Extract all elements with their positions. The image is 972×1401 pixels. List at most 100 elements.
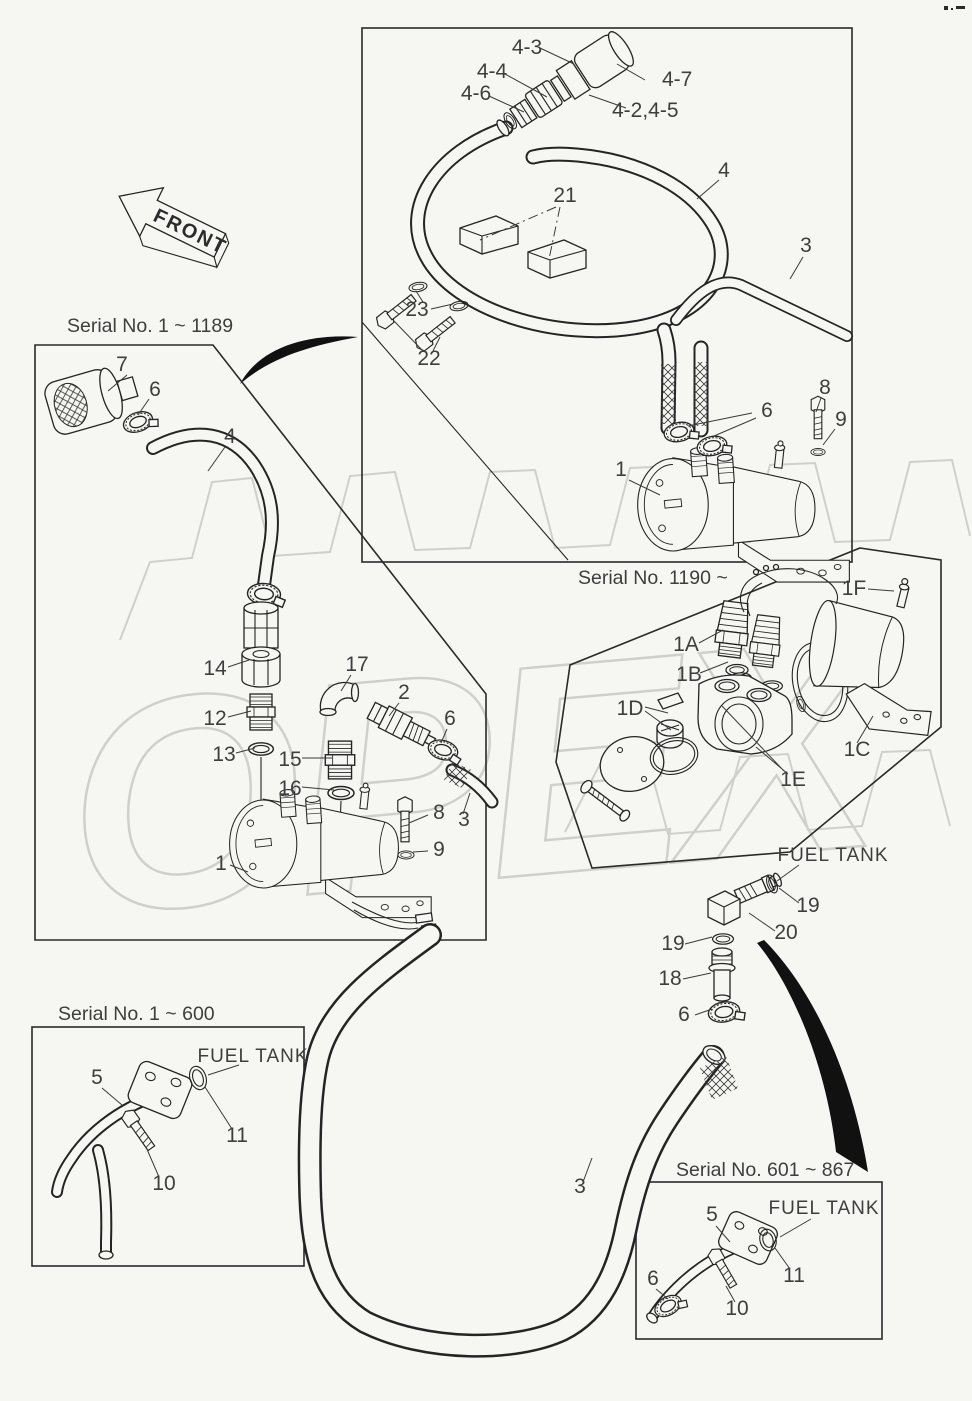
title-serial-1-1189: Serial No. 1 ~ 1189 xyxy=(67,315,233,337)
callout-17: 17 xyxy=(345,653,368,676)
hose-mesh-texture xyxy=(661,364,676,424)
main-hose-3 xyxy=(297,923,738,1358)
callout-9-left: 9 xyxy=(433,838,445,861)
flange-5-867 xyxy=(718,1211,778,1265)
callout-5-867: 5 xyxy=(706,1203,718,1226)
swoosh-arrow-right xyxy=(757,940,868,1172)
callout-4-7: 4-7 xyxy=(662,68,692,91)
rotor-1D xyxy=(656,719,684,749)
callout-11-867: 11 xyxy=(783,1264,805,1287)
callout-10-600: 10 xyxy=(152,1172,175,1195)
cover-plate xyxy=(599,736,665,792)
fuel-tank-fitting-chain xyxy=(706,872,783,1027)
pump-housing xyxy=(697,674,793,755)
callout-3-hose: 3 xyxy=(574,1175,586,1198)
callout-13: 13 xyxy=(212,743,235,766)
callout-4-top: 4 xyxy=(718,159,730,182)
serial-1190-drawing xyxy=(580,563,932,822)
page-corner-mark xyxy=(944,6,965,10)
check-valve-2 xyxy=(366,701,437,747)
filler-nozzle-assembly xyxy=(496,31,634,137)
callout-4-3: 4-3 xyxy=(512,36,542,59)
cover-screw xyxy=(580,779,631,822)
callout-4-6: 4-6 xyxy=(461,82,491,105)
callout-11-600: 11 xyxy=(226,1124,248,1147)
nipple-15 xyxy=(324,740,356,780)
callout-14: 14 xyxy=(203,657,227,680)
title-serial-1190: Serial No. 1190 ~ xyxy=(578,567,728,589)
flange-5 xyxy=(127,1060,193,1120)
callout-8-top: 8 xyxy=(819,376,831,399)
hose-mesh-texture-3 xyxy=(700,1056,738,1100)
callout-4-2-4-5: 4-2,4-5 xyxy=(612,99,679,122)
cover-oring xyxy=(649,737,699,775)
fuel-tank-label-600: FUEL TANK xyxy=(197,1046,308,1067)
serial-1190-region xyxy=(555,547,942,869)
washer-9 xyxy=(810,448,826,456)
callout-4-4: 4-4 xyxy=(477,60,508,83)
callout-10-867: 10 xyxy=(725,1297,748,1320)
callout-6-mid: 6 xyxy=(678,1003,690,1026)
bolt-8 xyxy=(810,395,826,440)
callout-6-top: 6 xyxy=(761,399,773,422)
callout-2: 2 xyxy=(398,681,410,704)
callout-1-left: 1 xyxy=(215,852,227,875)
callout-1E: 1E xyxy=(780,768,806,791)
callout-15: 15 xyxy=(278,748,301,771)
callout-6-strainer: 6 xyxy=(149,378,161,401)
tube-18 xyxy=(708,947,736,1002)
overview-box xyxy=(361,27,853,563)
callout-3-left: 3 xyxy=(458,808,470,831)
section-titles: Serial No. 1 ~ 1189 Serial No. 1190 ~ Se… xyxy=(58,315,888,1219)
hose-mesh-texture-2 xyxy=(694,362,708,426)
serial-1-600-drawing xyxy=(51,1060,208,1260)
title-serial-1-600: Serial No. 1 ~ 600 xyxy=(58,1003,215,1025)
oring-11-600 xyxy=(188,1065,208,1091)
callout-18: 18 xyxy=(658,967,681,990)
callout-6-valve: 6 xyxy=(444,707,456,730)
callout-1-top: 1 xyxy=(615,458,627,481)
callout-1B: 1B xyxy=(676,663,702,686)
overview-drawing xyxy=(373,31,853,583)
detail-projection-line xyxy=(361,321,569,561)
callout-3-top: 3 xyxy=(800,234,812,257)
callout-1A: 1A xyxy=(673,633,699,656)
callout-1C: 1C xyxy=(844,738,871,761)
clamp-6-mid xyxy=(706,997,747,1027)
washer-23b xyxy=(448,299,470,313)
leader-lines xyxy=(101,47,895,1303)
fuel-tank-label-867: FUEL TANK xyxy=(768,1198,879,1219)
callout-12: 12 xyxy=(203,707,226,730)
nipple-12 xyxy=(246,693,276,731)
elbow-17 xyxy=(319,681,360,717)
callout-21: 21 xyxy=(553,184,576,207)
hose-3-mesh xyxy=(444,762,472,788)
serial-601-867-box xyxy=(635,1181,883,1340)
callout-19-tank: 19 xyxy=(796,894,819,917)
nut-14 xyxy=(241,646,281,688)
swoosh-arrow-left xyxy=(240,336,358,384)
serial-601-867-drawing xyxy=(646,1211,778,1324)
washer-23a xyxy=(407,280,429,294)
hose-clip xyxy=(459,215,519,255)
motor-1C xyxy=(808,578,932,736)
callout-4-left: 4 xyxy=(224,425,236,448)
serial-1-1189-box xyxy=(34,344,487,941)
callout-19-lower: 19 xyxy=(661,932,684,955)
bolt-10-600 xyxy=(119,1106,158,1153)
callout-5-600: 5 xyxy=(91,1066,103,1089)
callout-6-867: 6 xyxy=(647,1267,659,1290)
fuel-tank-label-mid: FUEL TANK xyxy=(777,845,888,866)
callout-16: 16 xyxy=(278,777,301,800)
oring-11-867 xyxy=(759,1228,777,1252)
oring-19-lower xyxy=(711,933,735,945)
callout-1F: 1F xyxy=(842,577,867,600)
wedge-1D xyxy=(657,692,684,710)
callout-23: 23 xyxy=(405,298,428,321)
callout-22: 22 xyxy=(417,347,440,370)
strainer-7 xyxy=(44,367,139,435)
callout-20: 20 xyxy=(774,921,797,944)
callout-7: 7 xyxy=(116,353,128,376)
